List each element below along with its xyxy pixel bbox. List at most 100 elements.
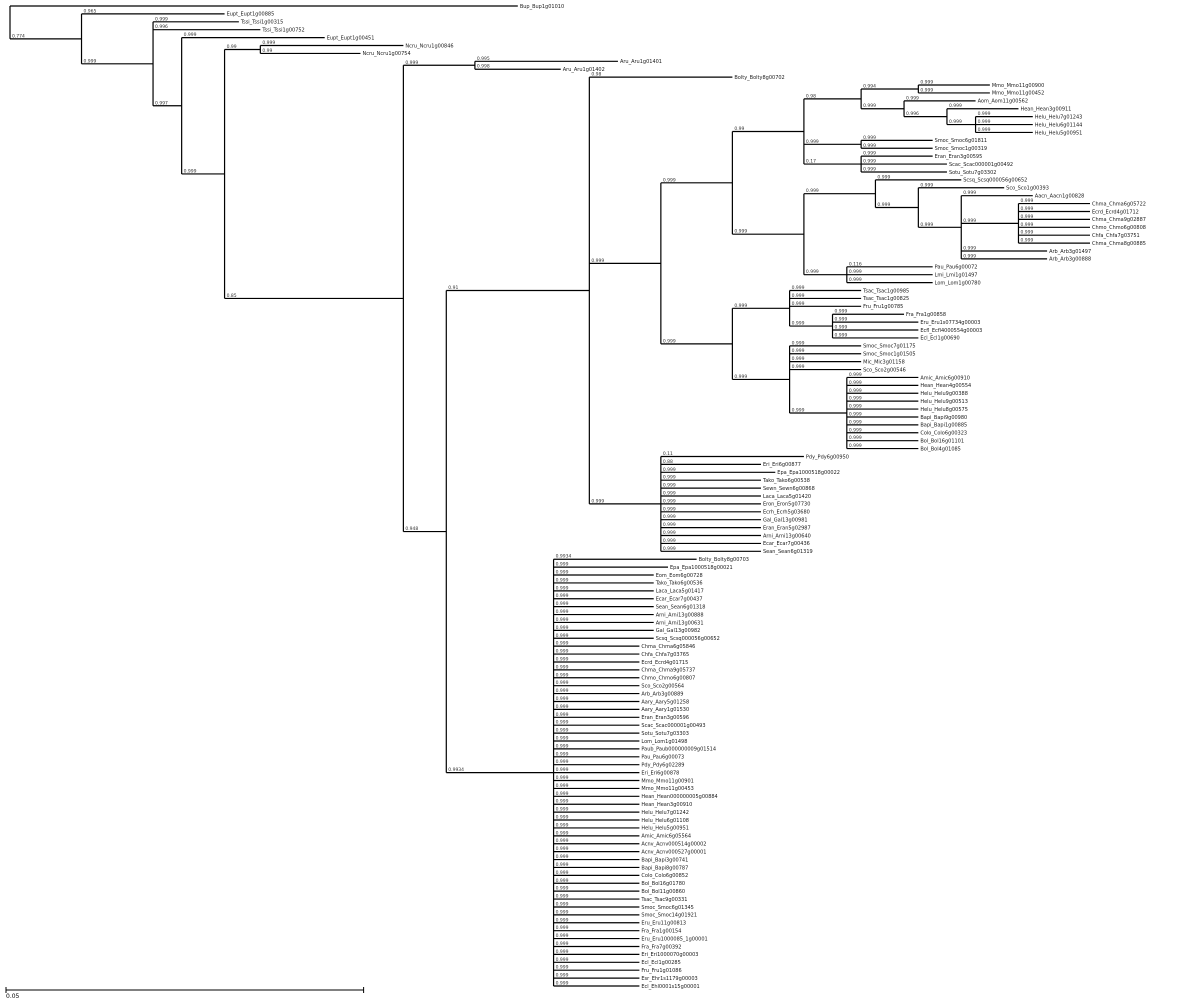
leaf-label: Sewn_Sewn6g00868 [763,486,815,492]
leaf-label: Pau_Pau6g00073 [641,755,684,761]
support-value: 0.999 [556,791,569,797]
leaf-label: Sco_Sco1g00393 [1006,186,1049,192]
support-value: 0.99 [227,44,237,50]
leaf-label: Bolty_Bolty8g00703 [699,557,749,563]
leaf-label: Esr_Ehr1s1179g00003 [641,976,697,982]
support-value: 0.999 [556,783,569,789]
support-value: 0.999 [556,664,569,670]
support-value: 0.999 [556,585,569,591]
support-value: 0.999 [978,111,991,117]
support-value: 0.999 [849,277,862,283]
leaf-label: Bapi_Bapi8g00787 [641,865,688,871]
leaf-label: Eron_Eron5g07730 [763,502,810,508]
support-value: 0.999 [556,728,569,734]
support-value: 0.999 [792,293,805,299]
leaf-label: Eru_Eru1000085_1g00001 [641,936,707,942]
support-value: 0.999 [556,641,569,647]
support-value: 0.999 [556,901,569,907]
support-value: 0.116 [849,261,862,267]
support-value: 0.999 [806,139,819,145]
support-value: 0.85 [227,293,237,299]
leaf-label: Helu_Helu6g01144 [1035,122,1083,128]
leaf-label: Tsac_Tsac1g00985 [862,288,909,294]
leaf-label: Chma_Chma6g05846 [641,644,695,650]
leaf-label: Tsac_Tsac1g00825 [862,296,909,302]
support-value: 0.999 [556,680,569,686]
leaf-label: Aacn_Aacn1g00828 [1035,193,1085,199]
leaf-label: Chma_Chma9g05737 [641,668,695,674]
leaf-label: Arni_Arni13g00631 [656,620,704,626]
leaf-label: Eri_Eri1000070g00003 [641,952,698,958]
leaf-label: Tsac_Tsac9g00331 [640,897,687,903]
support-value: 0.999 [556,775,569,781]
support-value: 0.999 [963,190,976,196]
leaf-label: Hean_Hean000000005g00884 [641,794,717,800]
support-value: 0.999 [556,577,569,583]
leaf-label: Ecar_Ecar7g00437 [656,597,703,603]
support-value: 0.999 [1020,222,1033,228]
leaf-label: Chma_Chma6g05722 [1092,201,1146,207]
support-value: 0.999 [663,506,676,512]
leaf-label: Mmo_Mmo11g00452 [992,91,1044,97]
leaf-label: Pau_Pau6g00072 [935,265,978,271]
support-value: 0.999 [1020,214,1033,220]
leaf-label: Arb_Arb3g00889 [641,691,683,697]
support-value: 0.999 [556,751,569,757]
support-value: 0.999 [920,80,933,86]
support-value: 0.999 [556,617,569,623]
leaf-label: Pdy_Pdy6g02289 [641,763,684,769]
support-value: 0.999 [663,177,676,183]
support-value: 0.999 [556,949,569,955]
support-value: 0.999 [949,119,962,125]
support-value: 0.999 [556,830,569,836]
support-value: 0.999 [663,538,676,544]
support-value: 0.999 [1020,230,1033,236]
leaf-label: Tako_Tako6g00538 [762,478,810,484]
support-value: 0.999 [556,633,569,639]
leaf-label: Arb_Arb3g01497 [1049,249,1091,255]
leaf-label: Tako_Tako6g00536 [655,581,703,587]
leaf-label: Helu_Helu6g01108 [641,818,689,824]
support-value: 0.999 [792,301,805,307]
leaf-label: Smoc_Smoc6g01811 [935,138,987,144]
leaf-label: Acnv_Acnv000527g00001 [641,849,706,855]
leaf-label: Smoc_Smoc1g01505 [863,352,915,358]
leaf-label: Helu_Helu5g00951 [1035,130,1083,136]
support-value: 0.999 [556,601,569,607]
leaf-label: Ecar_Ecar7g00436 [763,541,810,547]
support-value: 0.999 [184,168,197,174]
support-value: 0.998 [477,64,490,70]
support-value: 0.999 [556,562,569,568]
support-value: 0.999 [792,340,805,346]
leaf-label: Ecrd_Ecrd4g01715 [641,660,688,666]
leaf-label: Eru_Eru1s07734g00003 [920,320,980,326]
support-value: 0.997 [155,100,168,106]
leaf-label: Bol_Bol16g01780 [641,881,685,887]
support-value: 0.999 [556,609,569,615]
leaf-label: Tssi_Tssi1g00315 [240,20,283,26]
support-value: 0.999 [849,435,862,441]
leaf-label: Sean_Sean6g01318 [656,604,706,610]
support-value: 0.999 [849,380,862,386]
support-value: 0.996 [906,111,919,117]
support-value: 0.999 [920,87,933,93]
support-value: 0.999 [863,166,876,172]
support-value: 0.999 [734,229,747,235]
leaf-label: Colo_Colo6g00852 [641,873,688,879]
support-value: 0.995 [477,56,490,62]
leaf-label: Bapi_Bapi1g00885 [920,423,967,429]
support-value: 0.99 [734,126,744,132]
support-value: 0.999 [556,688,569,694]
support-value: 0.999 [906,95,919,101]
support-value: 0.999 [556,878,569,884]
support-value: 0.999 [556,838,569,844]
support-value: 0.999 [863,151,876,157]
leaf-label: Colo_Colo6g00323 [920,431,967,437]
leaf-label: Ncru_Ncru1g00846 [405,43,453,49]
support-value: 0.999 [84,58,97,64]
support-value: 0.999 [556,799,569,805]
leaf-label: Hean_Hean3g00911 [1020,107,1071,113]
support-value: 0.999 [663,530,676,536]
leaf-label: Helu_Helu9g00513 [920,399,968,405]
leaf-label: Ecrd_Ecrd4g01712 [1092,209,1139,215]
